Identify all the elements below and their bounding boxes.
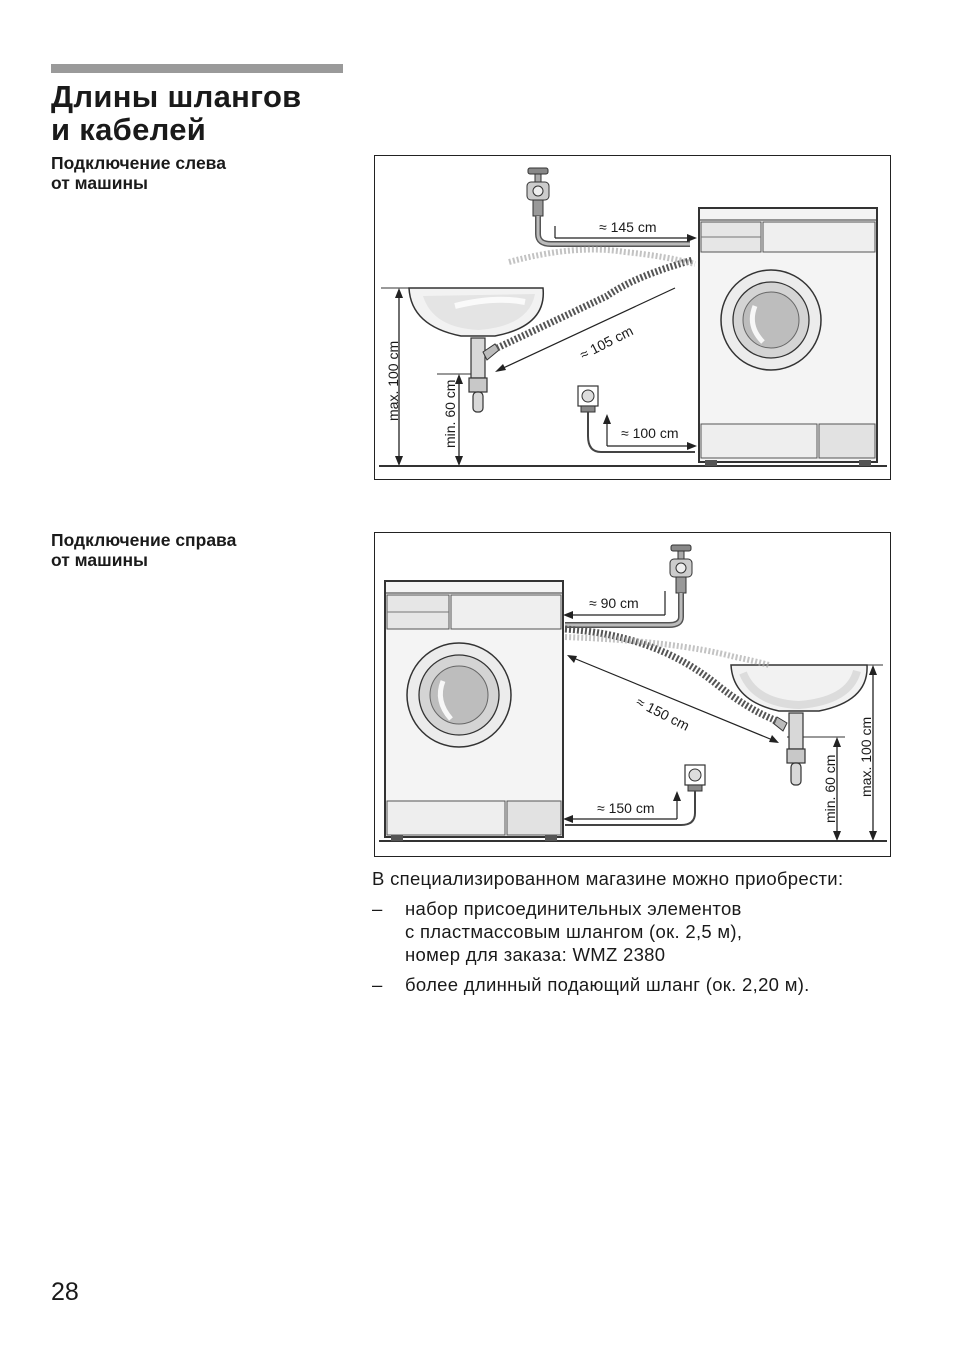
list-item-line: с пластмассовым шлангом (ок. 2,5 м), xyxy=(405,921,743,942)
max-height-label: max. 100 cm xyxy=(385,341,401,421)
left-connection-heading: Подключение слева от машины xyxy=(51,153,226,193)
max-height-label: max. 100 cm xyxy=(858,717,874,797)
list-item: – набор присоединительных элементов с пл… xyxy=(372,897,912,966)
heading-line: от машины xyxy=(51,550,148,570)
list-bullet: – xyxy=(372,974,383,995)
list-bullet: – xyxy=(372,898,383,919)
heading-line: Подключение слева xyxy=(51,153,226,173)
drain-hose-label: ≈ 150 cm xyxy=(634,693,692,733)
drain-hose-label: ≈ 105 cm xyxy=(577,322,635,362)
note-list: – набор присоединительных элементов с пл… xyxy=(372,897,912,996)
water-tap xyxy=(669,544,693,594)
min-height-label: min. 60 cm xyxy=(822,755,838,823)
list-item-line: номер для заказа: WMZ 2380 xyxy=(405,944,666,965)
list-item-line: набор присоединительных элементов xyxy=(405,898,742,919)
sink xyxy=(730,664,868,786)
accessories-note: В специализированном магазине можно прио… xyxy=(372,867,912,1003)
power-cable-label: ≈ 150 cm xyxy=(597,800,654,816)
page-number: 28 xyxy=(51,1278,79,1306)
note-intro: В специализированном магазине можно прио… xyxy=(372,868,844,889)
power-socket xyxy=(684,764,706,792)
list-item-line: более длинный подающий шланг (ок. 2,20 м… xyxy=(405,974,810,995)
sink xyxy=(408,287,544,413)
list-item: – более длинный подающий шланг (ок. 2,20… xyxy=(372,973,912,996)
left-connection-diagram: max. 100 cm min. 60 cm xyxy=(374,155,891,480)
power-cable-label: ≈ 100 cm xyxy=(621,425,678,441)
min-height-label: min. 60 cm xyxy=(442,380,458,448)
supply-hose-label: ≈ 145 cm xyxy=(599,219,656,235)
right-connection-diagram: max. 100 cm min. 60 cm xyxy=(374,532,891,857)
supply-hose-label: ≈ 90 cm xyxy=(589,595,639,611)
washing-machine xyxy=(384,580,564,841)
heading-line: Подключение справа xyxy=(51,530,237,550)
page-title-line: Длины шлангов xyxy=(51,79,302,114)
page-title: Длины шлангов и кабелей xyxy=(51,80,302,146)
washing-machine xyxy=(698,207,878,466)
water-tap xyxy=(526,167,550,217)
power-socket xyxy=(577,385,599,413)
page-title-line: и кабелей xyxy=(51,112,207,147)
section-rule xyxy=(51,64,343,73)
heading-line: от машины xyxy=(51,173,148,193)
right-connection-heading: Подключение справа от машины xyxy=(51,530,236,570)
